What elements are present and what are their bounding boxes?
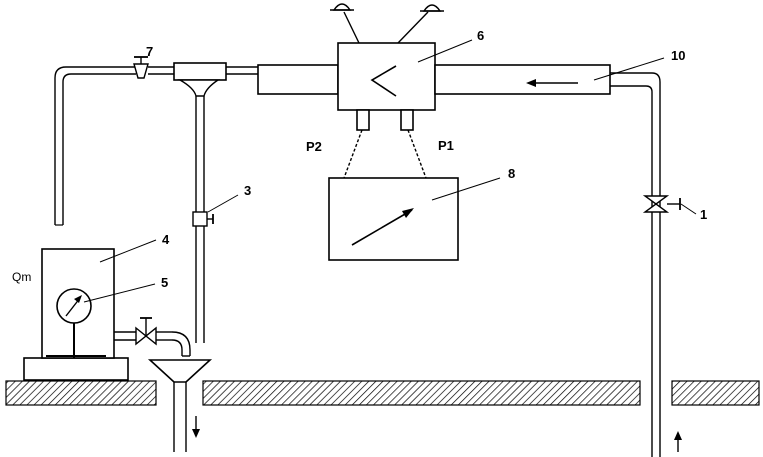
flow-sensor-6 [337, 42, 436, 111]
tee-fitting [173, 62, 227, 97]
valve-3 [192, 211, 214, 227]
gauge-5 [56, 288, 92, 324]
left-outlet-pipe [54, 66, 136, 226]
supply-pipe [610, 72, 661, 457]
valve-7 [133, 56, 149, 79]
label-4: 4 [162, 232, 170, 247]
inlet-arrow [674, 431, 682, 452]
valve-1 [642, 195, 681, 213]
label-qm: Qm [12, 270, 31, 284]
label-3: 3 [244, 183, 251, 198]
differential-pressure-meter-8 [328, 177, 459, 261]
impulse-line-p1 [407, 129, 427, 179]
sensor-cable-right [397, 4, 444, 44]
label-p1: P1 [438, 138, 454, 153]
floor-slab-left [5, 380, 157, 406]
label-7: 7 [146, 44, 153, 59]
pressure-tap-p1 [400, 109, 414, 131]
floor-slab-right [671, 380, 760, 406]
label-1: 1 [700, 207, 707, 222]
funnel [147, 359, 213, 452]
label-6: 6 [477, 28, 484, 43]
scale-base [23, 357, 129, 381]
floor-slab-middle [202, 380, 641, 406]
impulse-line-p2 [343, 129, 363, 179]
label-10: 10 [671, 48, 685, 63]
label-p2: P2 [306, 139, 322, 154]
pipe-section-upstream [257, 64, 339, 95]
pipe-section-10 [434, 64, 611, 95]
scale-outlet-valve [135, 317, 157, 346]
pressure-tap-p2 [356, 109, 370, 131]
outlet-arrow [192, 416, 200, 438]
sensor-cable-left [330, 3, 360, 44]
flow-direction-arrow [526, 79, 578, 87]
scale-outlet-pipe [114, 331, 191, 357]
label-8: 8 [508, 166, 515, 181]
label-5: 5 [161, 275, 168, 290]
